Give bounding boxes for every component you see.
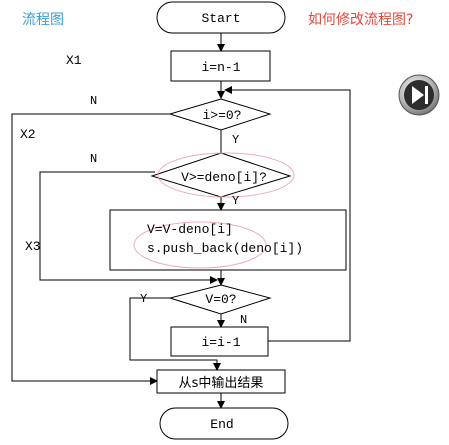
edge-label-no-cond-i: N xyxy=(90,94,97,108)
node-cond-zero-label: V=0? xyxy=(205,292,236,307)
annotation-x3: X3 xyxy=(25,239,41,254)
header-title-left: 流程图 xyxy=(22,12,64,28)
header-title-right: 如何修改流程图? xyxy=(308,12,414,28)
node-decrement-shape xyxy=(170,326,269,357)
edge-label-no-cond-zero: N xyxy=(240,313,247,327)
node-end-shape xyxy=(159,407,289,440)
edge-cond-i-no xyxy=(11,113,170,385)
node-cond-zero-shape xyxy=(168,284,272,315)
play-next-icon xyxy=(412,86,428,104)
node-body-shape xyxy=(109,209,347,271)
node-start-shape xyxy=(156,1,286,34)
edge-cond-zero-yes xyxy=(129,297,221,371)
annotation-x1: X1 xyxy=(66,53,82,68)
edge-label-yes-cond-v: Y xyxy=(232,194,239,208)
node-body-line1: V=V-deno[i] xyxy=(147,222,233,237)
flowchart-connectors xyxy=(11,33,351,409)
node-init-shape xyxy=(170,50,271,82)
node-cond-v-label: V>=deno[i]? xyxy=(181,170,267,185)
node-body-line2: s.push_back(deno[i]) xyxy=(147,241,303,256)
play-next-button[interactable] xyxy=(398,74,440,116)
highlight-ellipse-body xyxy=(133,221,267,269)
edge-cond-v-no xyxy=(39,171,218,284)
node-output-label: 从s中输出结果 xyxy=(179,375,264,391)
node-cond-i-shape xyxy=(168,98,272,131)
node-end-label: End xyxy=(210,417,233,432)
highlight-ellipse-cond-v xyxy=(157,152,295,198)
node-cond-i-label: i>=0? xyxy=(202,108,241,123)
edge-label-yes-cond-zero: Y xyxy=(140,292,147,306)
annotation-x2: X2 xyxy=(20,127,36,142)
node-init-label: i=n-1 xyxy=(201,60,240,75)
node-decrement-label: i=i-1 xyxy=(201,335,240,350)
node-output-shape xyxy=(156,369,286,394)
node-start-label: Start xyxy=(201,11,240,26)
edge-label-no-cond-v: N xyxy=(90,152,97,166)
edge-label-yes-cond-i: Y xyxy=(232,133,239,147)
edge-loop-back xyxy=(224,86,351,342)
